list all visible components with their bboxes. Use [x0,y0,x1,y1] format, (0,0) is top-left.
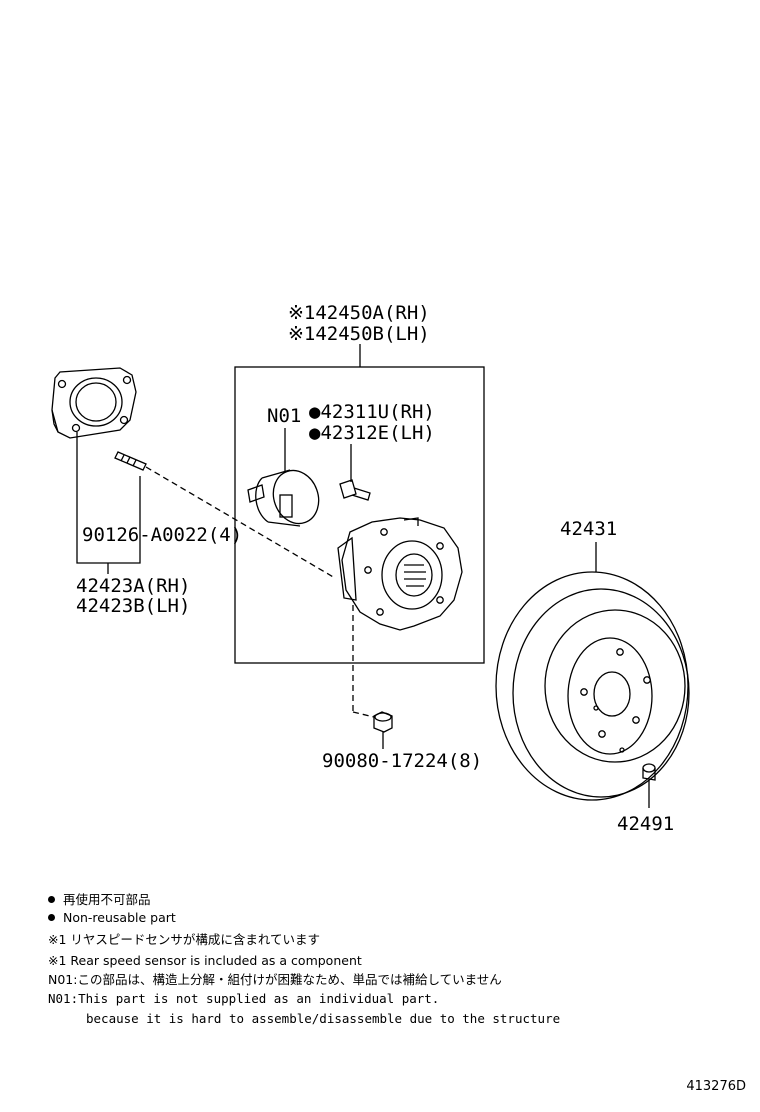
disc-screw-shape [642,763,656,781]
assembly-rh-label: ※142450A(RH) [288,302,430,324]
speed-sensor-shape [247,469,320,527]
hub-nut-shape [373,711,393,733]
stud-bolt-shape [114,451,147,471]
sensor-lh-label: ●42312E(LH) [309,422,435,444]
carrier-rh-label: 42423A(RH) [76,575,190,597]
assembly-lh-label: ※142450B(LH) [288,323,430,345]
nut-label: 90080-17224(8) [322,750,482,772]
note-n01-jp: N01:この部品は、構造上分解・組付けが困難なため、単品では補給していません [48,972,502,987]
note-n01-en-line2: because it is hard to assemble/disassemb… [86,1011,561,1026]
sensor-bolt-shape [339,479,371,501]
figure-code: 413276D [686,1079,746,1094]
sensor-rh-label: ●42311U(RH) [309,401,435,423]
disc-screw-label: 42491 [617,813,674,835]
note-non-reusable-jp: 再使用不可部品 [48,892,151,908]
carrier-lh-label: 42423B(LH) [76,595,190,617]
note-sensor-jp: ※1 リヤスピードセンサが構成に含まれています [48,932,321,947]
n01-tag-label: N01 [267,405,301,427]
note-non-reusable-en: Non-reusable part [48,910,176,926]
brake-disc-shape [495,571,690,801]
disc-label: 42431 [560,518,617,540]
note-n01-en-line1: N01:This part is not supplied as an indi… [48,991,440,1006]
bullet-icon [48,914,55,921]
stud-bolt-label: 90126-A0022(4) [82,524,242,546]
carrier-plate-shape [51,367,137,439]
hub-bearing-shape [337,517,463,631]
bullet-icon [48,896,55,903]
note-sensor-en: ※1 Rear speed sensor is included as a co… [48,953,362,968]
